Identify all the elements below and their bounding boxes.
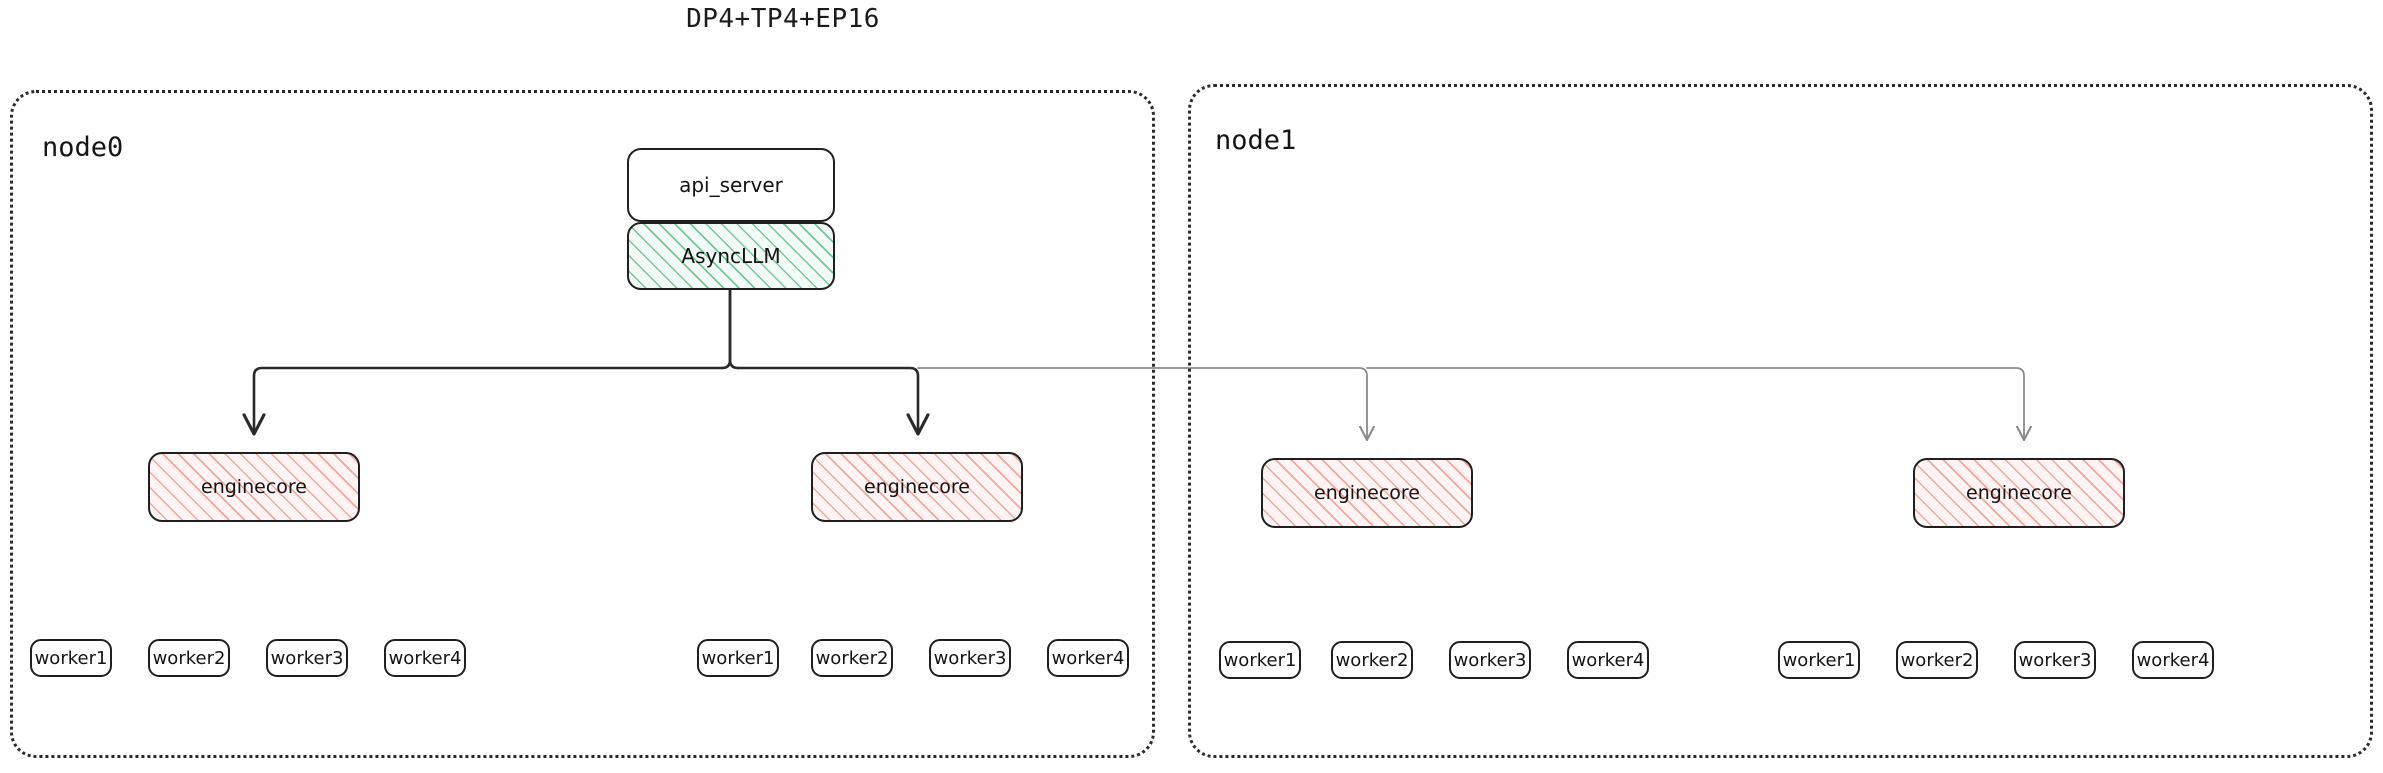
enginecore-label: enginecore [201,476,307,498]
worker-box-node0-2-4[interactable]: worker4 [1047,639,1129,677]
worker-box-node1-2-3[interactable]: worker3 [2014,641,2096,679]
worker-label: worker1 [1223,649,1297,671]
enginecore-box-node0-2[interactable]: enginecore [811,452,1023,522]
worker-label: worker3 [2018,649,2092,671]
worker-label: worker3 [933,647,1007,669]
worker-label: worker4 [388,647,462,669]
worker-label: worker2 [1900,649,1974,671]
worker-box-node1-1-3[interactable]: worker3 [1449,641,1531,679]
worker-box-node1-2-2[interactable]: worker2 [1896,641,1978,679]
enginecore-box-node0-1[interactable]: enginecore [148,452,360,522]
worker-box-node0-1-2[interactable]: worker2 [148,639,230,677]
asyncllm-box[interactable]: AsyncLLM [627,222,835,290]
api-server-box[interactable]: api_server [627,148,835,222]
worker-label: worker1 [1782,649,1856,671]
worker-box-node1-1-4[interactable]: worker4 [1567,641,1649,679]
page-title: DP4+TP4+EP16 [686,4,880,34]
worker-box-node0-1-3[interactable]: worker3 [266,639,348,677]
worker-box-node0-1-4[interactable]: worker4 [384,639,466,677]
worker-box-node0-1-1[interactable]: worker1 [30,639,112,677]
worker-label: worker1 [701,647,775,669]
worker-label: worker2 [815,647,889,669]
worker-box-node1-1-2[interactable]: worker2 [1331,641,1413,679]
worker-box-node1-1-1[interactable]: worker1 [1219,641,1301,679]
worker-label: worker4 [1571,649,1645,671]
worker-box-node1-2-4[interactable]: worker4 [2132,641,2214,679]
worker-label: worker3 [1453,649,1527,671]
worker-box-node0-2-1[interactable]: worker1 [697,639,779,677]
worker-label: worker3 [270,647,344,669]
worker-label: worker4 [1051,647,1125,669]
worker-label: worker2 [1335,649,1409,671]
node-panel-node0 [10,90,1155,758]
api-server-label: api_server [679,173,783,197]
enginecore-label: enginecore [864,476,970,498]
worker-label: worker1 [34,647,108,669]
worker-box-node0-2-2[interactable]: worker2 [811,639,893,677]
node0-label: node0 [42,132,124,163]
enginecore-box-node1-1[interactable]: enginecore [1261,458,1473,528]
enginecore-label: enginecore [1314,482,1420,504]
enginecore-box-node1-2[interactable]: enginecore [1913,458,2125,528]
worker-label: worker4 [2136,649,2210,671]
node1-label: node1 [1215,125,1297,156]
enginecore-label: enginecore [1966,482,2072,504]
node-panel-node1 [1188,84,2373,758]
asyncllm-label: AsyncLLM [681,244,781,268]
worker-label: worker2 [152,647,226,669]
worker-box-node1-2-1[interactable]: worker1 [1778,641,1860,679]
worker-box-node0-2-3[interactable]: worker3 [929,639,1011,677]
